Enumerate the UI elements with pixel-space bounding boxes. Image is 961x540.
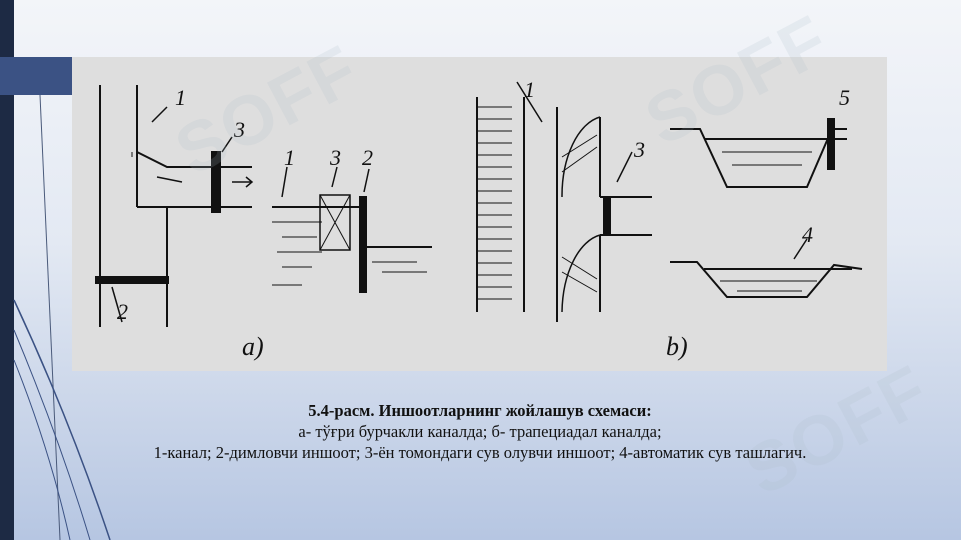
callout-a-1: 1 bbox=[175, 85, 186, 110]
left-dark-stripe bbox=[0, 0, 14, 540]
section-callout-2: 2 bbox=[362, 145, 373, 170]
caption-line-2: 1-канал; 2-димловчи иншоот; 3-ён томонда… bbox=[153, 443, 807, 462]
diagram-figure: 1 3 2 1 3 2 a) bbox=[72, 57, 887, 371]
panel-a-plan-view bbox=[95, 85, 254, 327]
accent-bar bbox=[0, 57, 72, 95]
panel-b-label: b) bbox=[666, 332, 688, 361]
callout-a-3: 3 bbox=[233, 117, 245, 142]
figure-caption: 5.4-расм. Иншоотларнинг жойлашув схемаси… bbox=[60, 400, 900, 463]
callout-b-3: 3 bbox=[633, 137, 645, 162]
callout-b-5: 5 bbox=[839, 85, 850, 110]
diagram-drawing: 1 3 2 1 3 2 a) bbox=[95, 77, 863, 361]
decorative-curves bbox=[13, 94, 111, 540]
panel-a-label: a) bbox=[242, 332, 264, 361]
caption-line-1: а- тўғри бурчакли каналда; б- трапециада… bbox=[298, 422, 662, 441]
callout-a-2: 2 bbox=[117, 299, 128, 324]
callout-b-4: 4 bbox=[802, 222, 813, 247]
caption-title: 5.4-расм. Иншоотларнинг жойлашув схемаси… bbox=[308, 401, 652, 420]
panel-a-section-view bbox=[272, 166, 432, 293]
panel-b-trapezoid-sections bbox=[670, 118, 863, 298]
callout-b-1: 1 bbox=[524, 77, 535, 102]
panel-b-plan-view bbox=[476, 81, 652, 322]
section-callout-3: 3 bbox=[329, 145, 341, 170]
section-callout-1: 1 bbox=[284, 145, 295, 170]
